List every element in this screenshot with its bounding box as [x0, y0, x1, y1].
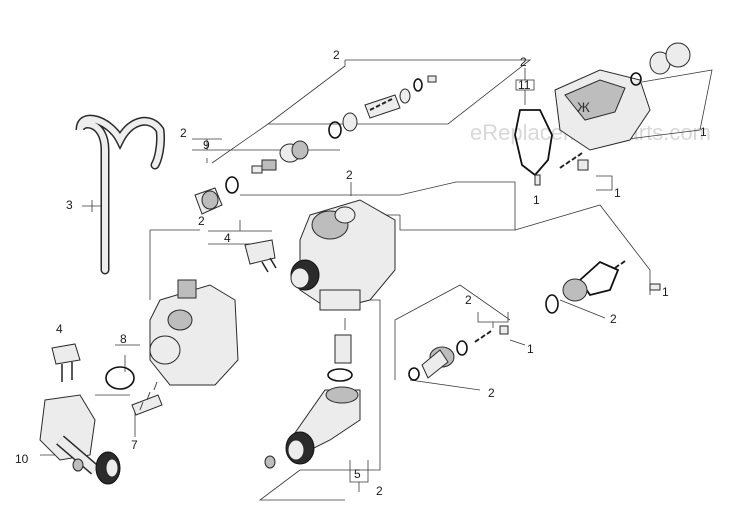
gasket-part [514, 109, 553, 186]
callout-p1-housing: 1 [700, 125, 707, 139]
callout-p9: 9 [203, 138, 210, 152]
center-valve-housing [290, 199, 396, 311]
valve-spring [559, 152, 589, 171]
center-right-valve-group [408, 325, 509, 381]
callout-p2-mid: 2 [346, 168, 353, 182]
callout-p3: 3 [66, 198, 73, 212]
retaining-clip-lower [51, 343, 81, 382]
top-valve-assembly [194, 75, 437, 215]
callout-p1-right: 1 [662, 285, 669, 299]
callout-p4-lower: 4 [56, 322, 63, 336]
hose-part [75, 114, 165, 275]
callout-p2-center: 2 [465, 293, 472, 307]
outlet-elbow-part [264, 334, 361, 469]
left-pump-housing [149, 279, 239, 386]
callout-p5: 5 [354, 467, 361, 481]
callout-p2-topright: 2 [520, 55, 527, 69]
callout-p1-spring: 1 [614, 186, 621, 200]
callout-p2-left: 2 [180, 126, 187, 140]
callout-p2-bottom: 2 [376, 484, 383, 498]
inlet-elbow-part [39, 394, 121, 485]
retaining-clip-upper [244, 239, 277, 273]
callout-p2-lowcenter: 2 [488, 386, 495, 400]
callout-p2-right: 2 [610, 312, 617, 326]
pump-head-housing: Ж [554, 42, 691, 151]
callout-p1-center: 1 [527, 342, 534, 356]
callout-p2-leftlow: 2 [198, 214, 205, 228]
callout-p10: 10 [15, 452, 29, 466]
part-callouts: 2 2 11 1 2 9 3 2 2 4 1 1 1 2 2 1 2 4 8 7… [15, 48, 707, 498]
callout-p4-upper: 4 [224, 231, 231, 245]
callout-p7: 7 [131, 438, 138, 452]
callout-p11: 11 [518, 78, 531, 92]
screw-part [131, 381, 163, 416]
o-ring-part [105, 366, 135, 390]
callout-p1-gasket: 1 [533, 193, 540, 207]
callout-p2-top: 2 [333, 48, 340, 62]
svg-text:Ж: Ж [577, 99, 590, 115]
callout-p8: 8 [120, 332, 127, 346]
right-valve-group [545, 260, 661, 314]
